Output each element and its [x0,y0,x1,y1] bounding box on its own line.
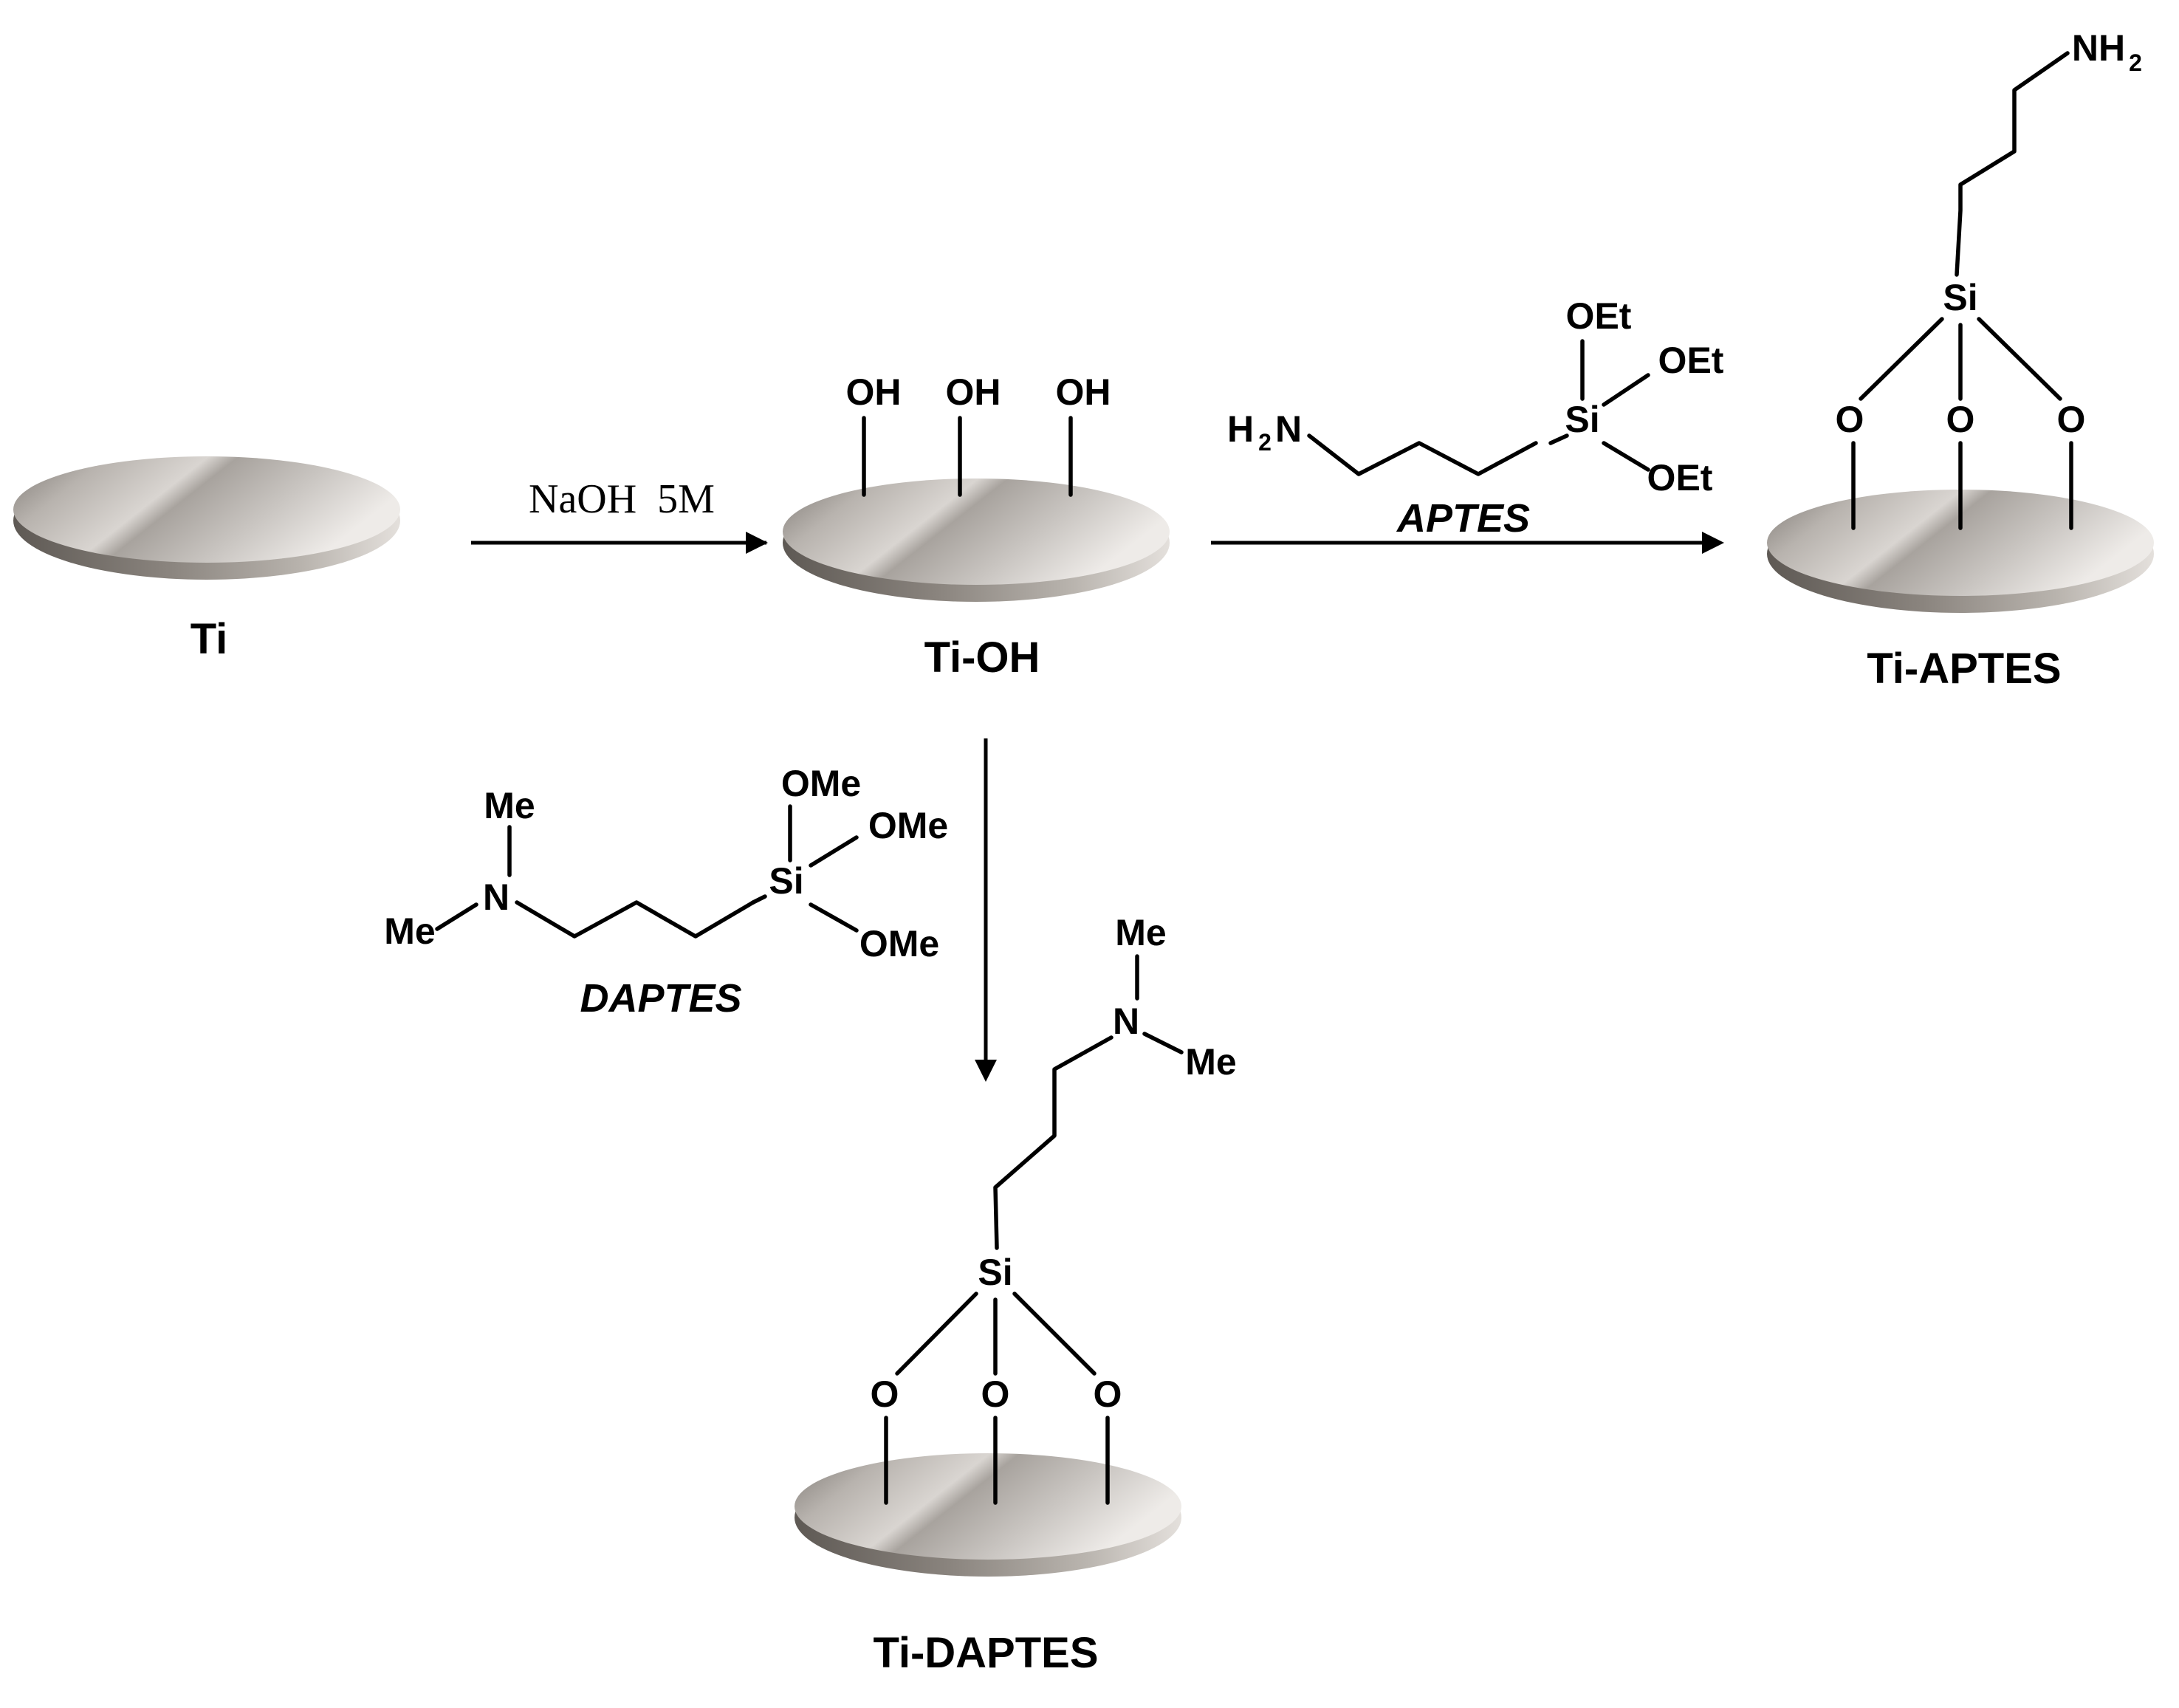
aptes-h2n-h: H [1227,408,1254,450]
aptes-surface-chain: NH 2 Si O O O [1836,27,2142,530]
daptes-arrowhead [975,1060,997,1082]
ti-daptes-label: Ti-DAPTES [873,1629,1098,1677]
aptes-si: Si [1565,399,1599,440]
daptes-surface-chain: Me N Me Si O O O [871,912,1237,1505]
aptes-nh2-nh: NH [2072,27,2125,69]
ti-daptes-o-2: O [981,1373,1010,1415]
oh-group-2: OH [946,371,1001,413]
ti-daptes-o-1: O [871,1373,899,1415]
ti-daptes-me-top: Me [1115,912,1166,953]
ti-label: Ti [191,615,228,663]
ti-aptes-si: Si [1943,277,1977,318]
aptes-oet-top: OEt [1566,295,1632,337]
ti-oh-label: Ti-OH [924,634,1040,682]
ti-daptes-o-3: O [1094,1373,1122,1415]
ti-oh-disk [783,479,1170,602]
ti-daptes-n: N [1113,1001,1139,1042]
daptes-molecule: Me N Me Si OMe OMe OMe [384,763,948,964]
daptes-ome-bottom: OMe [859,923,939,964]
ti-aptes-o-1: O [1836,399,1864,440]
naoh-arrowhead [746,532,768,554]
aptes-h2n-2: 2 [1258,429,1272,456]
naoh-condition: NaOH 5M [529,476,715,522]
ti-aptes-label: Ti-APTES [1867,645,2061,693]
aptes-arrowhead [1702,532,1724,554]
ti-daptes-disk [795,1453,1181,1577]
aptes-h2n-n: N [1275,408,1302,450]
aptes-molecule: H 2 N Si OEt OEt OEt [1227,295,1724,498]
ti-aptes-disk [1767,490,2154,613]
daptes-ome-right: OMe [868,805,948,846]
ti-disk [13,456,400,580]
ti-daptes-si: Si [978,1252,1012,1293]
daptes-me-top: Me [484,785,535,826]
ti-aptes-o-3: O [2057,399,2086,440]
aptes-nh2-2: 2 [2129,49,2142,76]
ti-aptes-o-2: O [1946,399,1975,440]
aptes-name: APTES [1396,496,1530,541]
daptes-n: N [483,877,509,918]
daptes-me-left: Me [384,910,435,952]
daptes-name: DAPTES [580,976,741,1021]
oh-group-3: OH [1056,371,1111,413]
ti-daptes-me-right: Me [1185,1041,1236,1083]
aptes-oet-bottom: OEt [1647,457,1713,498]
daptes-ome-top: OMe [781,763,861,804]
aptes-oet-right: OEt [1658,340,1724,381]
daptes-si: Si [769,860,803,902]
oh-group-1: OH [846,371,902,413]
